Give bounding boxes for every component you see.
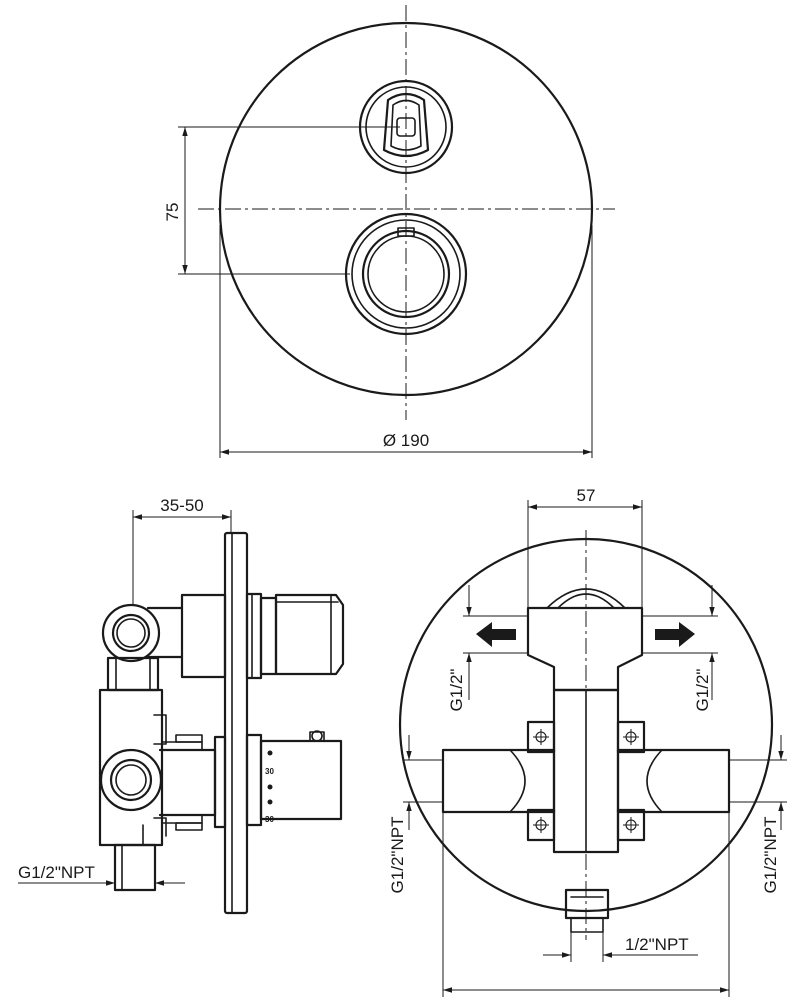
dim-35-50-label: 35-50 xyxy=(160,496,203,515)
dim-inlet-left-label: G1/2"NPT xyxy=(388,817,407,894)
front-view: 75 Ø 190 xyxy=(163,5,615,458)
rear-view: 57 G1/2" G1/2" xyxy=(388,486,787,997)
arrow-right-icon xyxy=(655,622,695,647)
scale-mark-lower: 30 xyxy=(265,815,274,824)
rear-inlet-pipe-left xyxy=(441,748,556,814)
rear-outlet-body xyxy=(526,606,644,692)
dim-bottom-outlet: 1/2"NPT xyxy=(543,932,698,962)
dim-35-50: 35-50 xyxy=(132,496,232,605)
dim-outlet-left-label: G1/2" xyxy=(447,669,466,712)
dim-diameter: Ø 190 xyxy=(219,225,593,458)
side-main-body xyxy=(98,688,164,847)
side-thermostat-handle xyxy=(259,739,343,821)
thermostat-knob xyxy=(344,212,468,336)
side-cover-plate xyxy=(223,531,249,915)
dim-side-inlet-thread-label: G1/2"NPT xyxy=(18,863,95,882)
dim-57-label: 57 xyxy=(577,486,596,505)
side-view: 30 30 35-50 G1/2"NPT xyxy=(18,496,345,915)
dim-outlet-right: G1/2" xyxy=(642,585,718,711)
dim-overall-width xyxy=(442,812,730,997)
dim-outlet-left: G1/2" xyxy=(447,585,528,711)
rear-inlet-pipe-right xyxy=(616,748,731,814)
side-diverter-handle xyxy=(274,593,345,676)
arrow-left-icon xyxy=(476,622,516,647)
dim-diameter-label: Ø 190 xyxy=(383,431,429,450)
dim-side-inlet-thread: G1/2"NPT xyxy=(18,860,185,890)
dim-bottom-outlet-label: 1/2"NPT xyxy=(625,935,689,954)
dim-inlet-left: G1/2"NPT xyxy=(388,735,443,893)
dim-75-label: 75 xyxy=(163,203,182,222)
screw-icons xyxy=(533,729,639,833)
dim-inlet-right-label: G1/2"NPT xyxy=(761,817,780,894)
dim-inlet-right: G1/2"NPT xyxy=(729,735,787,893)
dim-75: 75 xyxy=(163,126,400,275)
dim-57: 57 xyxy=(527,486,643,608)
scale-mark-upper: 30 xyxy=(265,767,274,776)
dim-outlet-right-label: G1/2" xyxy=(693,669,712,712)
